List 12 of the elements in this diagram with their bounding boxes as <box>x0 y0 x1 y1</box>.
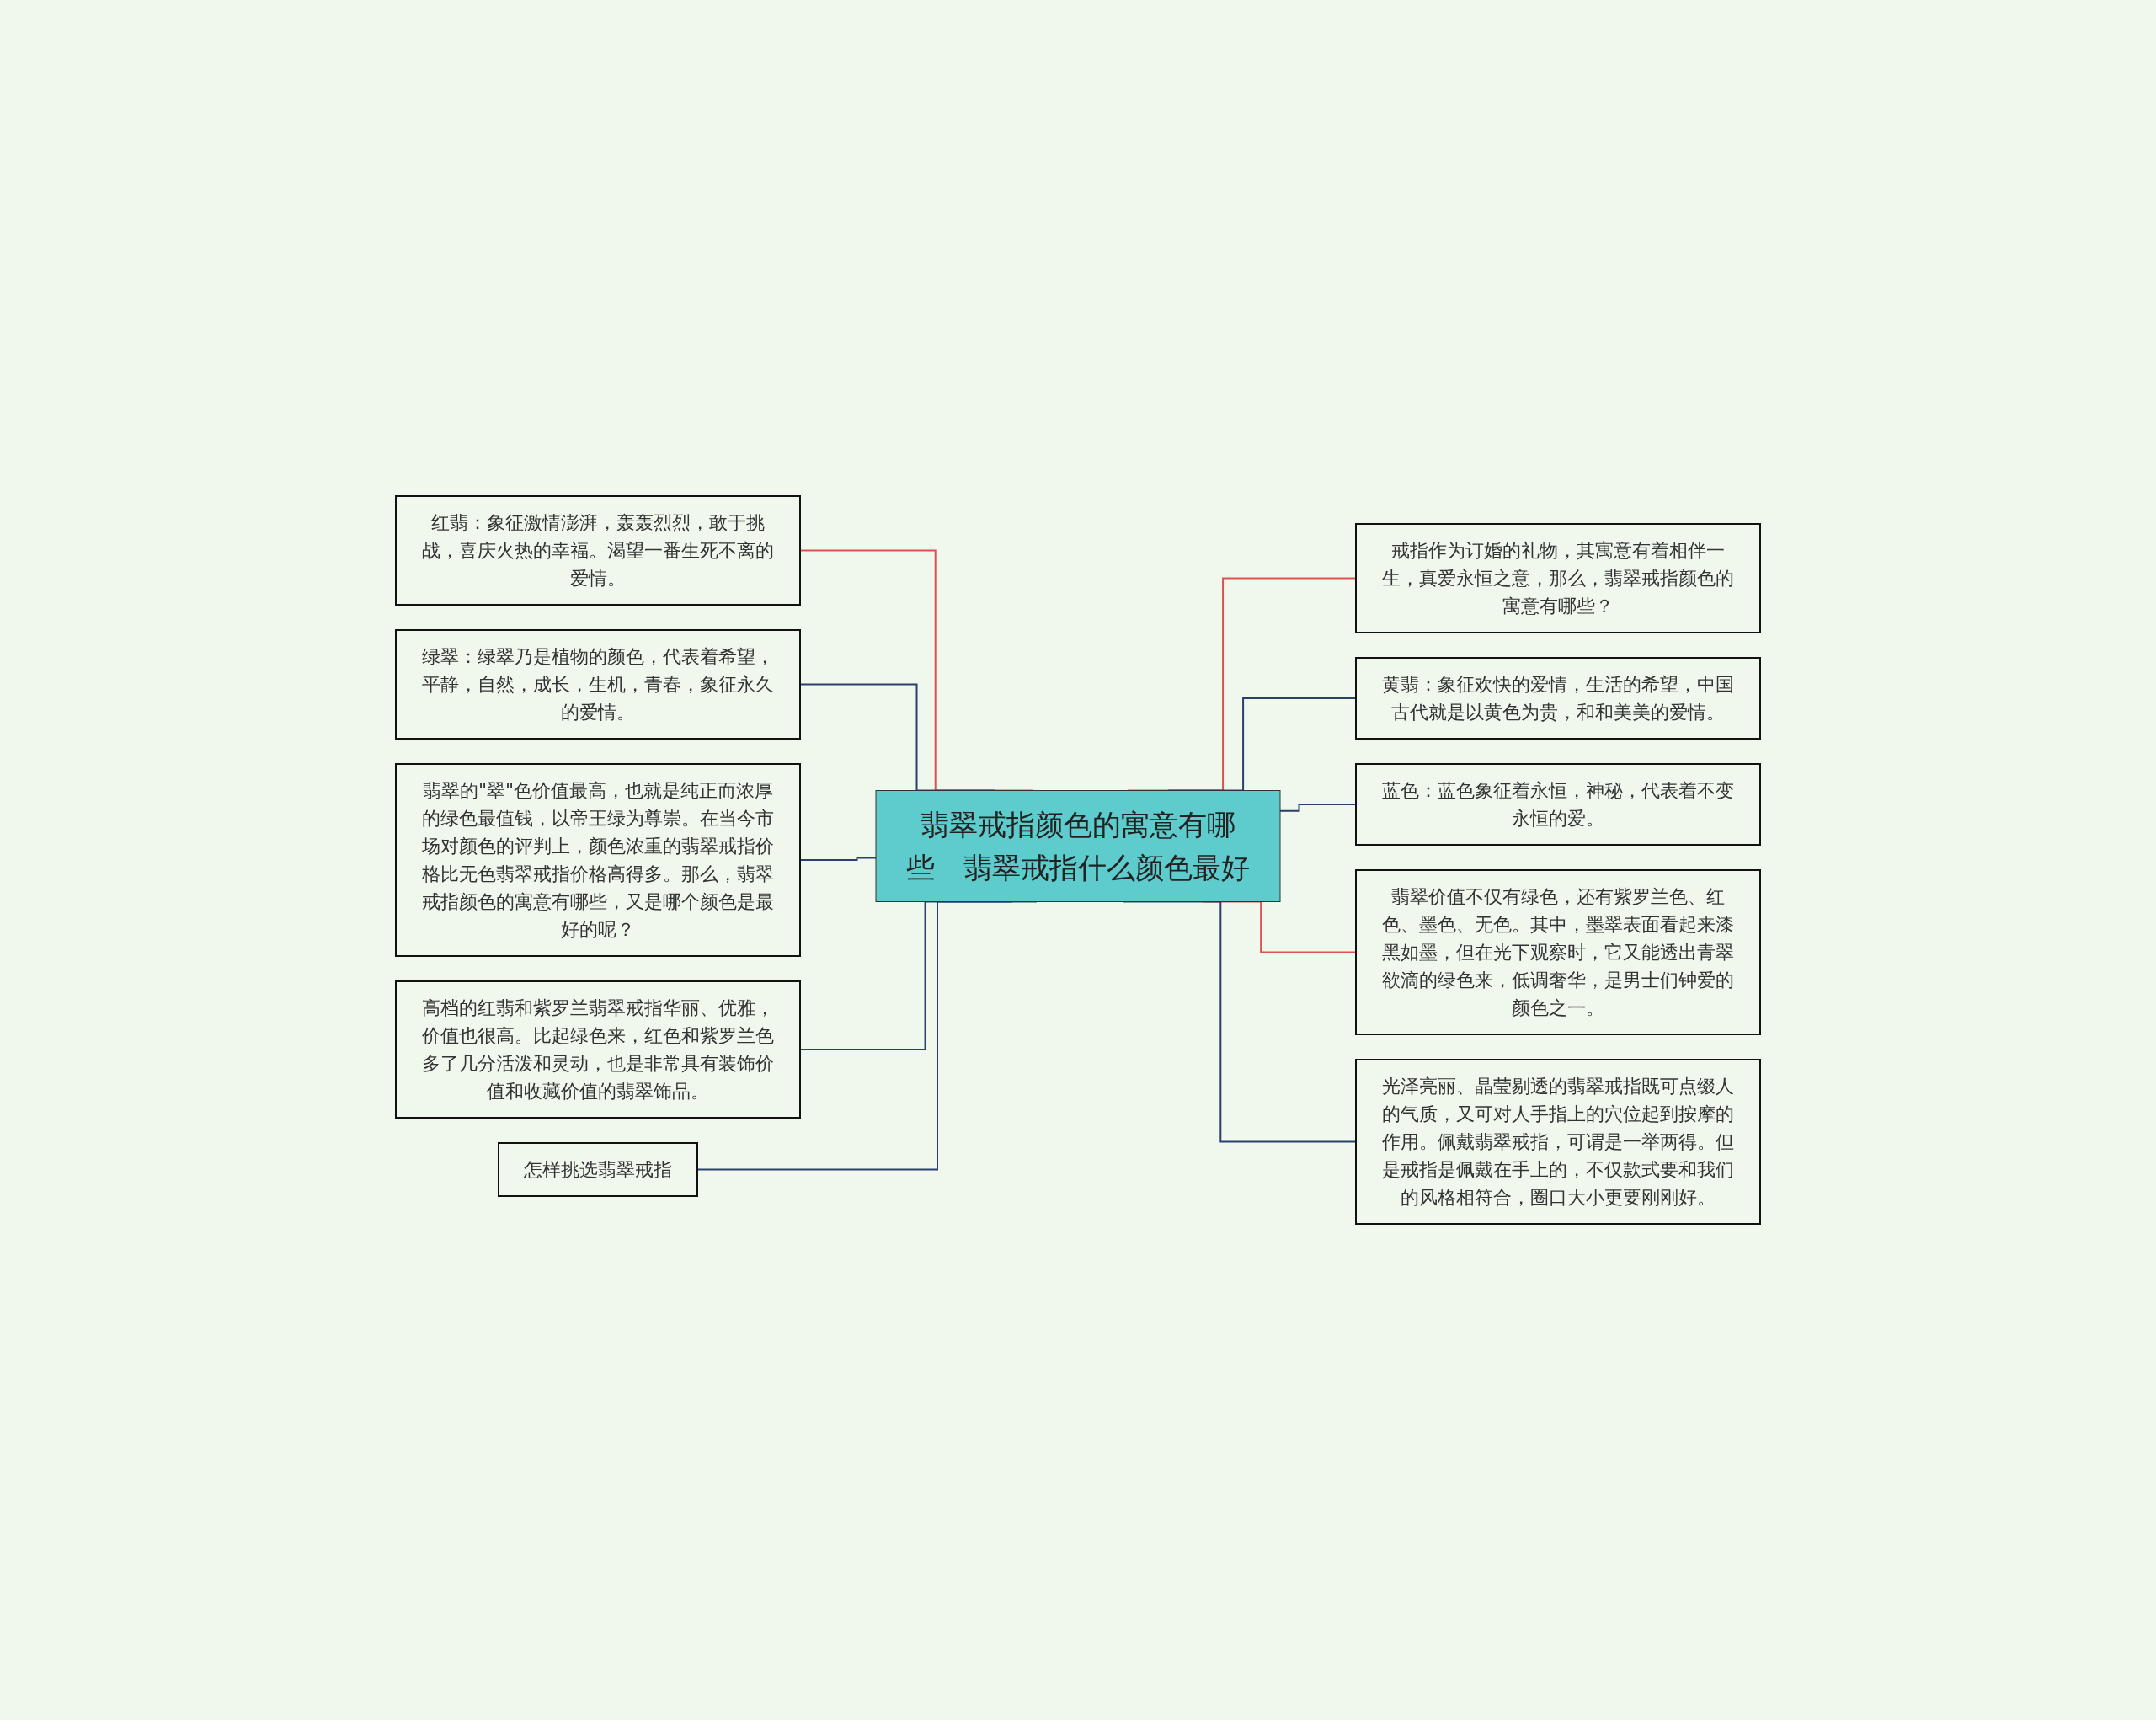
node-box: 怎样挑选翡翠戒指 <box>498 1142 698 1197</box>
node-box: 红翡：象征激情澎湃，轰轰烈烈，敢于挑战，喜庆火热的幸福。渴望一番生死不离的爱情。 <box>395 495 801 606</box>
node-box: 高档的红翡和紫罗兰翡翠戒指华丽、优雅，价值也很高。比起绿色来，红色和紫罗兰色多了几分活泼和灵动，也是非常具有装饰价值和收藏价值的翡翠饰品。 <box>395 980 801 1119</box>
node-box: 蓝色：蓝色象征着永恒，神秘，代表着不变永恒的爱。 <box>1355 763 1761 846</box>
node-box: 戒指作为订婚的礼物，其寓意有着相伴一生，真爱永恒之意，那么，翡翠戒指颜色的寓意有哪些？ <box>1355 523 1761 633</box>
connector <box>1279 804 1357 812</box>
node-box: 光泽亮丽、晶莹剔透的翡翠戒指既可点缀人的气质，又可对人手指上的穴位起到按摩的作用。佩戴翡翠戒指，可谓是一举两得。但是戒指是佩戴在手上的，不仅款式要和我们的风格相符合，圈口大小更要刚刚好。 <box>1355 1059 1761 1225</box>
node-box: 翡翠的"翠"色价值最高，也就是纯正而浓厚的绿色最值钱，以帝王绿为尊崇。在当今市场对颜色的评判上，颜色浓重的翡翠戒指价格比无色翡翠戒指价格高得多。那么，翡翠戒指颜色的寓意有哪些，又是哪个颜色是最好的呢？ <box>395 763 801 957</box>
node-box: 翡翠戒指颜色的寓意有哪些 翡翠戒指什么颜色最好 <box>875 790 1281 902</box>
node-box: 翡翠价值不仅有绿色，还有紫罗兰色、红色、墨色、无色。其中，墨翠表面看起来漆黑如墨，但在光下观察时，它又能透出青翠欲滴的绿色来，低调奢华，是男士们钟爱的颜色之一。 <box>1355 869 1761 1035</box>
node-box: 黄翡：象征欢快的爱情，生活的希望，中国古代就是以黄色为贵，和和美美的爱情。 <box>1355 657 1761 740</box>
node-box: 绿翠：绿翠乃是植物的颜色，代表着希望，平静，自然，成长，生机，青春，象征永久的爱情。 <box>395 629 801 740</box>
